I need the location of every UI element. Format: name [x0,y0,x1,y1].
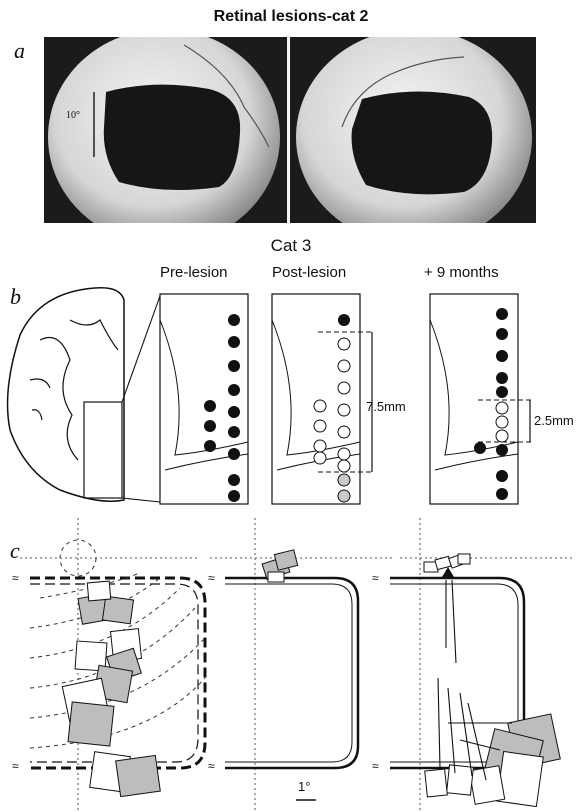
recording-site [496,488,508,500]
recording-site [338,426,350,438]
fundus-photographs-svg [44,37,536,223]
recording-site [496,386,508,398]
recording-site [204,440,216,452]
break-mark: ≈ [372,571,379,585]
nine-month-layer [435,454,518,470]
recording-site [496,444,508,456]
recording-site [228,474,240,486]
brain-sulcus-3 [70,320,118,350]
receptive-fields-right [424,554,560,807]
post-lesion-extent-label: 7.5mm [366,399,406,414]
zoom-line-top [122,296,160,402]
scale-label-10deg: 10° [66,110,80,121]
lesion-left [104,85,240,190]
recording-site [338,404,350,416]
break-mark: ≈ [12,759,19,773]
recording-site [228,384,240,396]
recording-site [228,448,240,460]
recording-site [496,328,508,340]
recording-site [228,314,240,326]
lesion-right [352,91,493,194]
lesion-outline-middle-inner [225,584,352,762]
recording-site [496,430,508,442]
subject-label: Cat 3 [0,236,582,256]
recording-site [228,360,240,372]
recording-site [338,474,350,486]
panel-c-diagram: ≈ ≈ ≈ ≈ ≈ ≈ [0,518,582,812]
recording-site [474,442,486,454]
recording-site [338,338,350,350]
recording-site [204,400,216,412]
brain-outline [8,288,124,502]
recording-site [338,448,350,460]
zoom-box [84,402,122,498]
recording-site [338,360,350,372]
fundus-photographs [44,37,536,223]
column-label-post-lesion: Post-lesion [272,264,346,281]
recording-site [314,400,326,412]
recording-site [228,490,240,502]
break-mark: ≈ [208,759,215,773]
recording-site [496,308,508,320]
pre-lesion-sites [204,314,240,502]
panel-a-letter: a [14,38,25,64]
recording-site [496,402,508,414]
recording-site [204,420,216,432]
recording-site [314,452,326,464]
recording-site [228,426,240,438]
recording-site [338,460,350,472]
scale-label-1deg: 1° [298,779,310,794]
figure-title: Retinal lesions-cat 2 [0,8,582,26]
recording-site [228,406,240,418]
break-mark: ≈ [208,571,215,585]
recording-site [338,382,350,394]
recording-site [314,420,326,432]
panel-b-diagram [0,280,582,510]
recording-site [314,440,326,452]
break-mark: ≈ [12,571,19,585]
receptive-fields-left [62,581,160,797]
nine-month-sites [474,308,508,500]
column-label-pre-lesion: Pre-lesion [160,264,228,281]
recording-site [228,336,240,348]
photo-divider [287,37,290,223]
lesion-outline-middle [225,578,358,768]
recording-site [338,490,350,502]
break-mark: ≈ [372,759,379,773]
brain-sulcus-2 [30,379,50,420]
brain-sulcus-1 [40,338,78,461]
zoom-line-bottom [122,498,160,502]
recording-site [496,470,508,482]
recording-site [496,372,508,384]
recording-site [496,350,508,362]
nine-month-extent-label: 2.5mm [534,413,574,428]
recording-site [496,416,508,428]
post-lesion-sites [314,314,350,502]
recording-site [338,314,350,326]
column-label-nine-months: + 9 months [424,264,499,281]
